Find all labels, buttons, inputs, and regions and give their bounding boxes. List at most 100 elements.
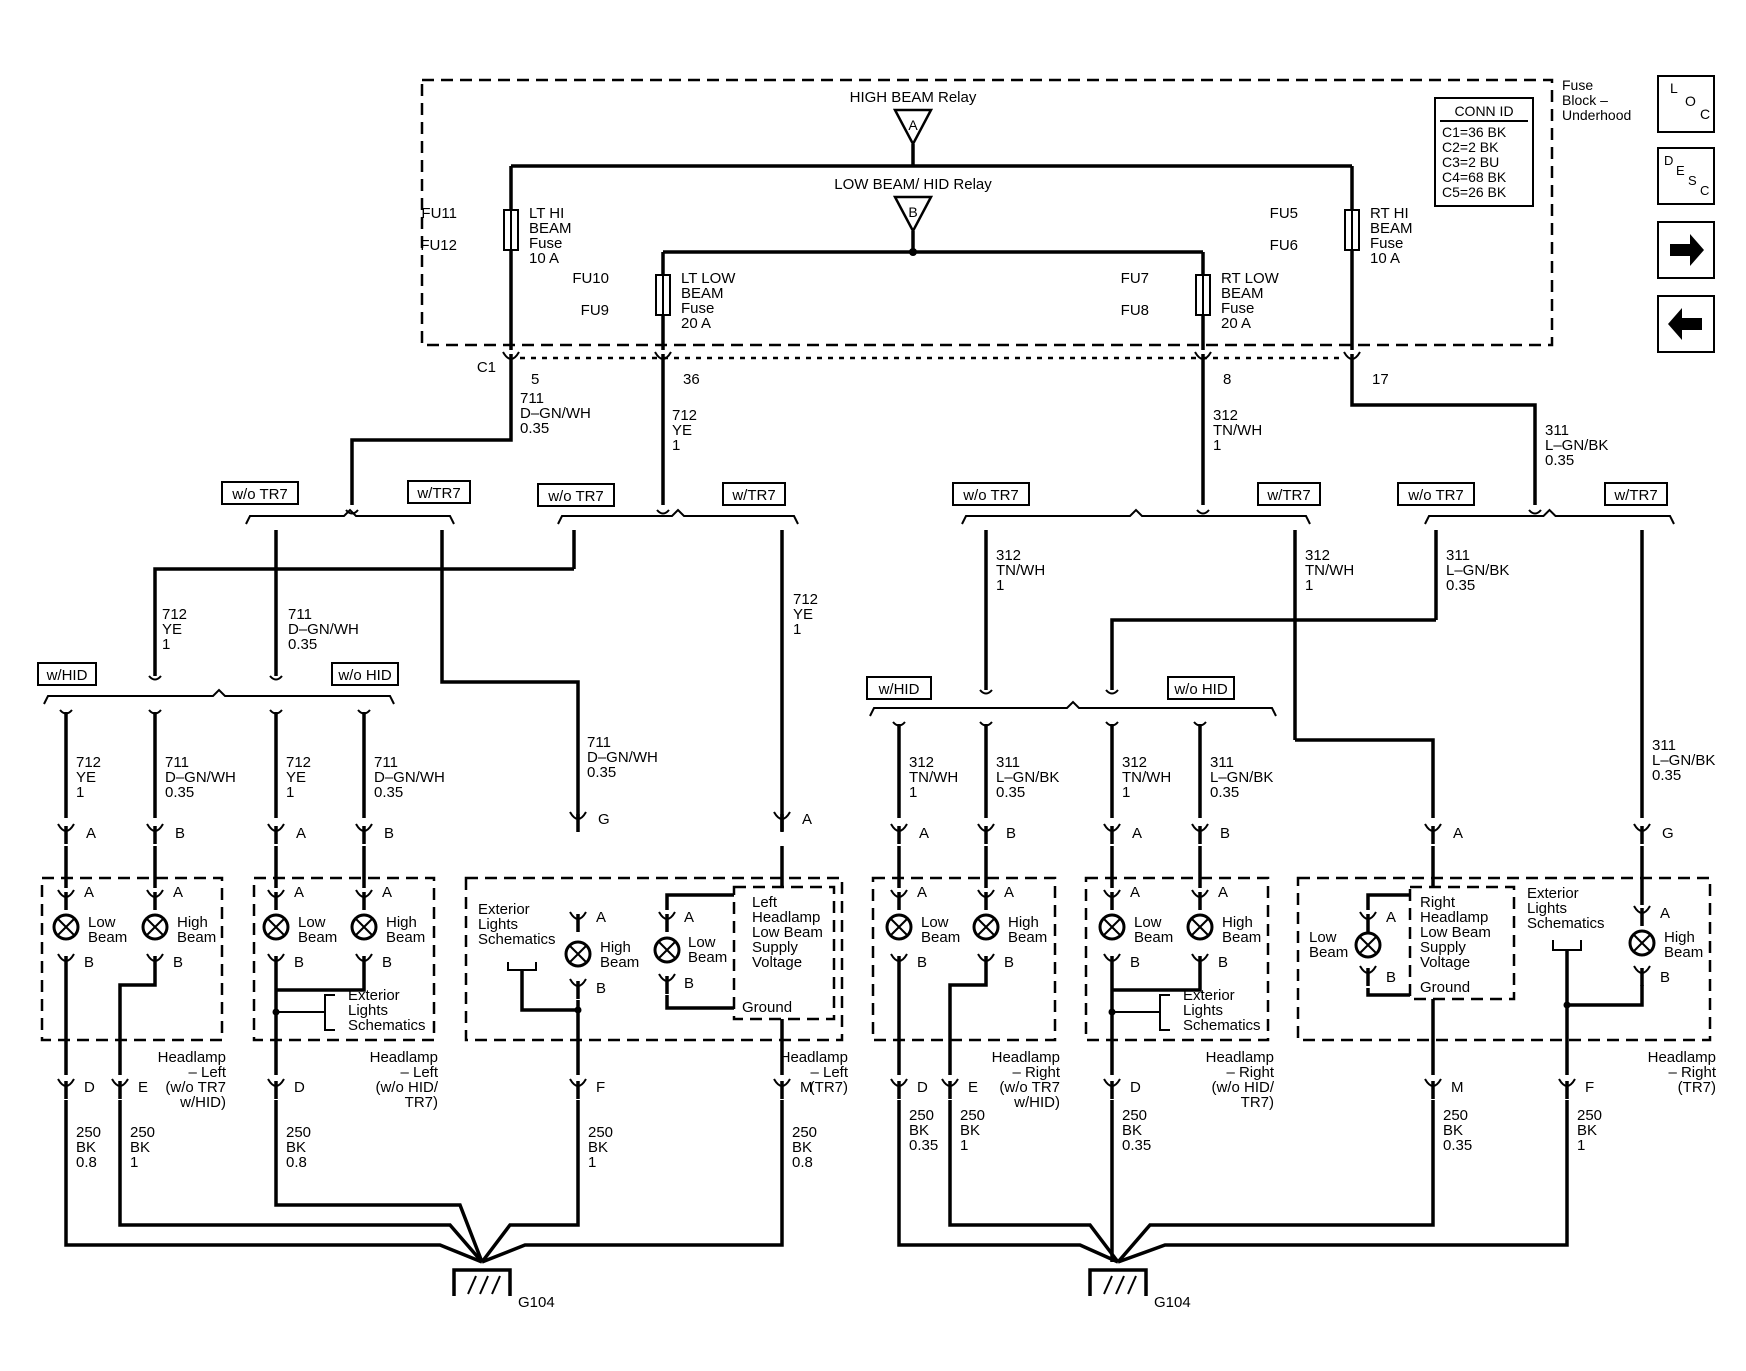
fuse-label: Fuse [1370, 235, 1403, 252]
right-1-low-beam-bulb-cross [890, 918, 908, 936]
headlamp-left-label: w/HID) [179, 1094, 226, 1111]
wire-label: 711 [587, 734, 611, 751]
fuse-label: BEAM [1370, 220, 1413, 237]
ground-wire [118, 1140, 484, 1264]
wire-label: 1 [76, 784, 84, 801]
headlamp-right-label: (w/o HID/ [1211, 1079, 1274, 1096]
exterior-lights-schematics-link: Lights [1183, 1002, 1223, 1019]
option-tag-wo-tr7-box [952, 482, 1030, 506]
wire-label: BK [792, 1139, 812, 1156]
wire-label: 311 [1545, 422, 1569, 439]
loc-button[interactable]: LOC [1657, 75, 1715, 133]
left-ground-symbol-hatch [467, 1275, 477, 1295]
wire-label: 312 [1213, 407, 1238, 424]
option-tag-wo-tr7: w/o TR7 [231, 486, 288, 503]
wire-label: 0.35 [1652, 767, 1681, 784]
right-headlamp-supply-voltage-label: Right [1420, 894, 1456, 911]
fuse-block-label: Underhood [1562, 107, 1631, 123]
headlamp-right-label: (w/o TR7 [999, 1079, 1060, 1096]
wire-label: 0.35 [374, 784, 403, 801]
splice-terminal [269, 675, 283, 681]
left-headlamp-supply-voltage-label: Low Beam [752, 924, 823, 941]
wire [665, 893, 734, 910]
wire-label: D–GN/WH [587, 749, 658, 766]
fuse-label: 10 A [1370, 250, 1400, 267]
wire-label: 0.35 [1122, 1137, 1151, 1154]
wire-label: 0.35 [288, 636, 317, 653]
wire-label: 1 [162, 636, 170, 653]
right-headlamp-supply-voltage-label: Voltage [1420, 954, 1470, 971]
splice-terminal [1528, 509, 1542, 515]
wire-label: TN/WH [996, 562, 1045, 579]
ground-wire [1117, 1140, 1569, 1264]
right-arrow-icon [1670, 234, 1704, 266]
pin-label: A [1453, 825, 1463, 842]
left-ground-symbol [452, 1268, 512, 1296]
wire [1366, 988, 1410, 997]
right-ground-symbol-hatch [1115, 1275, 1125, 1295]
left-ground-symbol-hatch [491, 1275, 501, 1295]
pin-label: A [382, 884, 392, 901]
option-tag-w-hid: w/HID [46, 667, 88, 684]
option-tag-wo-tr7: w/o TR7 [547, 488, 604, 505]
exterior-lights-schematics-link: Exterior [348, 987, 400, 1004]
pin-label: A [1218, 884, 1228, 901]
high-beam-bulb-label: Beam [386, 929, 425, 946]
fuse-id: FU5 [1270, 205, 1298, 222]
headlamp-left-label: – Left [400, 1064, 438, 1081]
splice-terminal [979, 689, 993, 695]
option-bracket-tr7-left-2 [557, 508, 799, 525]
ground-g104-label: G104 [518, 1294, 555, 1311]
pin-label: B [1006, 825, 1016, 842]
exterior-lights-schematics-link: Lights [348, 1002, 388, 1019]
headlamp-left-label: Headlamp [158, 1049, 226, 1066]
high-beam-bulb-label: High [177, 914, 208, 931]
c1-pin-number: 8 [1223, 371, 1231, 388]
fuse-label: 20 A [1221, 315, 1251, 332]
wire-label: BK [909, 1122, 929, 1139]
exterior-lights-schematics-link: Exterior [1183, 987, 1235, 1004]
left-tr7-low-beam-bulb-cross [658, 941, 676, 959]
high-beam-bulb-label: Beam [177, 929, 216, 946]
right-ground-symbol-hatch [1127, 1275, 1137, 1295]
wire-label: 712 [286, 754, 311, 771]
fuse-label: LT HI [529, 205, 564, 222]
left-headlamp-supply-voltage-label: Headlamp [752, 909, 820, 926]
wire-label: TN/WH [1122, 769, 1171, 786]
right-headlamp-supply-voltage-label: Headlamp [1420, 909, 1488, 926]
high-beam-bulb-label: Beam [1008, 929, 1047, 946]
wire-label: 1 [130, 1154, 138, 1171]
low-beam-bulb-label: Low [1134, 914, 1162, 931]
left-headlamp-supply-voltage-label: Supply [752, 939, 798, 956]
pin-label: E [138, 1079, 148, 1096]
option-tag-wo-hid: w/o HID [1173, 681, 1228, 698]
conn-id-box [1434, 97, 1534, 207]
desc-letter: D [1664, 153, 1673, 168]
exterior-lights-schematics-link: Exterior [478, 901, 530, 918]
option-tag-wo-tr7-box [221, 481, 299, 505]
previous-button[interactable] [1657, 295, 1715, 353]
ground-wire [1567, 985, 1644, 1007]
wire [520, 970, 578, 1012]
ground-label: Ground [1420, 979, 1470, 996]
fuse-id: FU7 [1121, 270, 1149, 287]
low-beam-hid-relay [892, 195, 934, 234]
bracket [507, 962, 537, 971]
wire-label: 312 [909, 754, 934, 771]
circuit-311 [1350, 372, 1537, 505]
wire-label: 1 [793, 621, 801, 638]
right-tr7-low-beam-bulb-cross [1359, 936, 1377, 954]
next-button[interactable] [1657, 221, 1715, 279]
splice-terminal [656, 509, 670, 515]
wire-label: TN/WH [909, 769, 958, 786]
low-beam-relay-label: LOW BEAM/ HID Relay [834, 176, 992, 193]
headlamp-right-label: TR7) [1241, 1094, 1274, 1111]
low-beam-bulb-label: Beam [1134, 929, 1173, 946]
wire-label: YE [162, 621, 182, 638]
low-beam-label: Beam [688, 949, 727, 966]
splice-terminal [1196, 509, 1210, 515]
pin-label: G [598, 811, 610, 828]
c1-pin-number: 5 [531, 371, 539, 388]
